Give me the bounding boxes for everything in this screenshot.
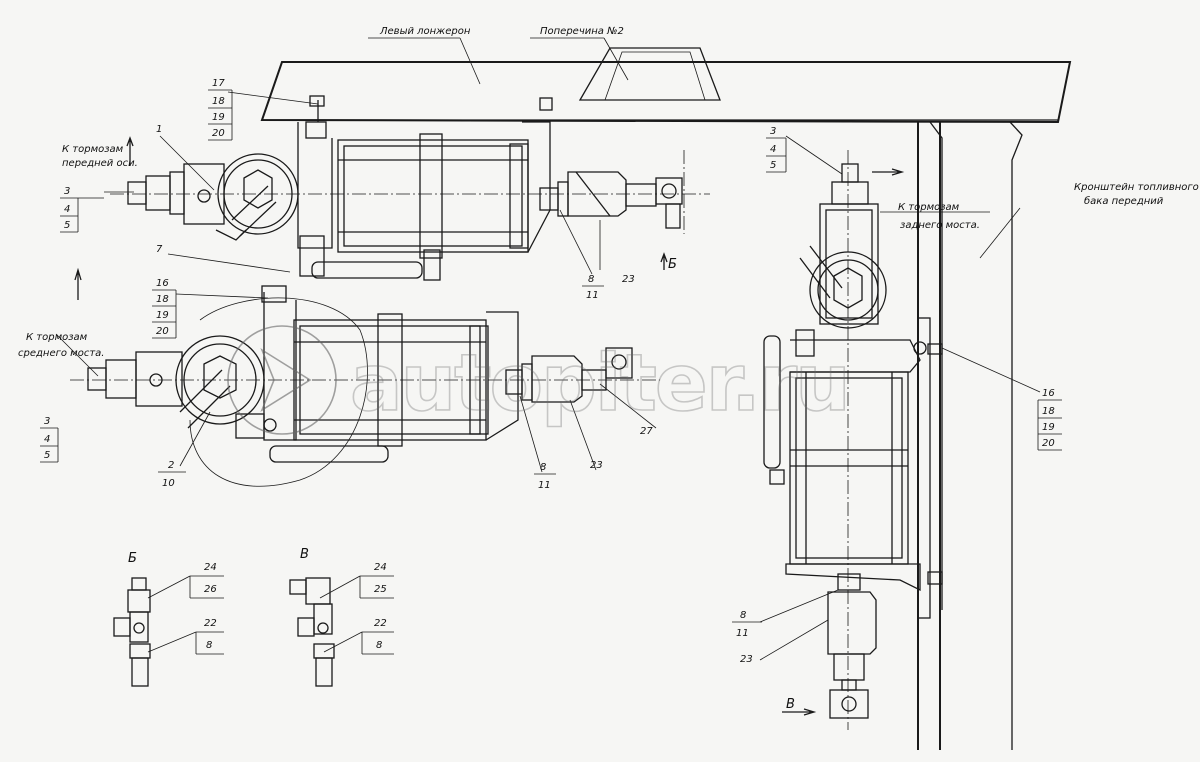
callout-4-right: 4 — [770, 144, 776, 155]
callout-26-b: 26 — [204, 584, 217, 595]
callout-3-top: 3 — [64, 186, 70, 197]
callout-19: 19 — [212, 112, 225, 123]
callout-4-top: 4 — [64, 204, 70, 215]
callout-18-right: 18 — [1042, 406, 1055, 417]
callout-22-b: 22 — [204, 618, 217, 629]
callout-4-bottom: 4 — [44, 434, 50, 445]
upper-valve-assembly — [127, 95, 683, 281]
callout-8-right: 8 — [740, 610, 746, 621]
callout-8-bottom: 8 — [540, 462, 546, 473]
callout-3-bottom: 3 — [44, 416, 50, 427]
label-to-front-axle-2: передней оси. — [62, 158, 138, 169]
callout-25-v: 25 — [374, 584, 387, 595]
label-left-rail: Левый лонжерон — [379, 26, 471, 37]
callout-3-right: 3 — [770, 126, 776, 137]
callout-8-b: 8 — [206, 640, 212, 651]
label-bracket-2: бака передний — [1084, 195, 1164, 207]
text-labels: Левый лонжерон Поперечина №2 К тормозам … — [18, 26, 1199, 712]
callout-5-right: 5 — [770, 160, 776, 171]
callout-5-top: 5 — [64, 220, 70, 231]
callout-19-left: 19 — [156, 310, 169, 321]
label-to-rear-axle-1: К тормозам — [898, 202, 960, 213]
callout-16-left: 16 — [156, 278, 169, 289]
view-b-title: Б — [128, 551, 137, 566]
view-b-marker: Б — [668, 257, 677, 272]
label-crossmember: Поперечина №2 — [540, 26, 624, 37]
detail-view-b — [113, 577, 151, 687]
callout-2: 2 — [168, 460, 174, 471]
detail-view-v — [289, 577, 335, 687]
callout-20-left: 20 — [156, 326, 169, 337]
callout-8-top: 8 — [588, 274, 594, 285]
callout-23-bottom: 23 — [590, 460, 603, 471]
watermark-text: autopiter.ru — [350, 339, 849, 429]
callout-27: 27 — [640, 426, 653, 437]
callout-8-v: 8 — [376, 640, 382, 651]
callout-24-b: 24 — [204, 562, 217, 573]
center-lines — [70, 150, 849, 730]
callout-16-right: 16 — [1042, 388, 1055, 399]
vertical-valve-assembly — [763, 163, 943, 719]
callout-20-right: 20 — [1042, 438, 1055, 449]
fuel-tank-bracket — [917, 121, 1023, 750]
watermark: autopiter.ru — [227, 325, 852, 435]
callout-11-bottom: 11 — [538, 480, 551, 491]
flow-arrows — [74, 136, 905, 716]
label-bracket-1: Кронштейн топливного — [1074, 182, 1199, 193]
leader-lines — [55, 37, 1041, 661]
watermark-logo-arrow — [260, 348, 312, 412]
view-v-title: В — [300, 547, 309, 562]
callout-11-right: 11 — [736, 628, 749, 639]
label-to-front-axle-1: К тормозам — [62, 144, 124, 155]
callout-23-top: 23 — [622, 274, 635, 285]
callout-19-right: 19 — [1042, 422, 1055, 433]
label-to-mid-axle-1: К тормозам — [26, 332, 88, 343]
callout-18: 18 — [212, 96, 225, 107]
view-v-marker: В — [786, 697, 795, 712]
callout-23-right: 23 — [740, 654, 753, 665]
label-to-mid-axle-2: среднего моста. — [18, 348, 104, 359]
callout-numbers: 17 18 19 20 1 3 4 5 7 16 18 19 20 3 4 5 … — [40, 78, 1062, 665]
callout-20: 20 — [212, 128, 225, 139]
callout-18-left: 18 — [156, 294, 169, 305]
callout-17: 17 — [212, 78, 225, 89]
callout-24-v: 24 — [374, 562, 387, 573]
label-to-rear-axle-2: заднего моста. — [900, 220, 980, 231]
left-frame-rail — [260, 47, 1072, 124]
callout-11-top: 11 — [586, 290, 599, 301]
watermark-logo-circle — [227, 325, 337, 435]
callout-10: 10 — [162, 478, 175, 489]
callout-5-bottom: 5 — [44, 450, 50, 461]
callout-1: 1 — [156, 124, 162, 135]
callout-22-v: 22 — [374, 618, 387, 629]
callout-7: 7 — [156, 244, 163, 255]
